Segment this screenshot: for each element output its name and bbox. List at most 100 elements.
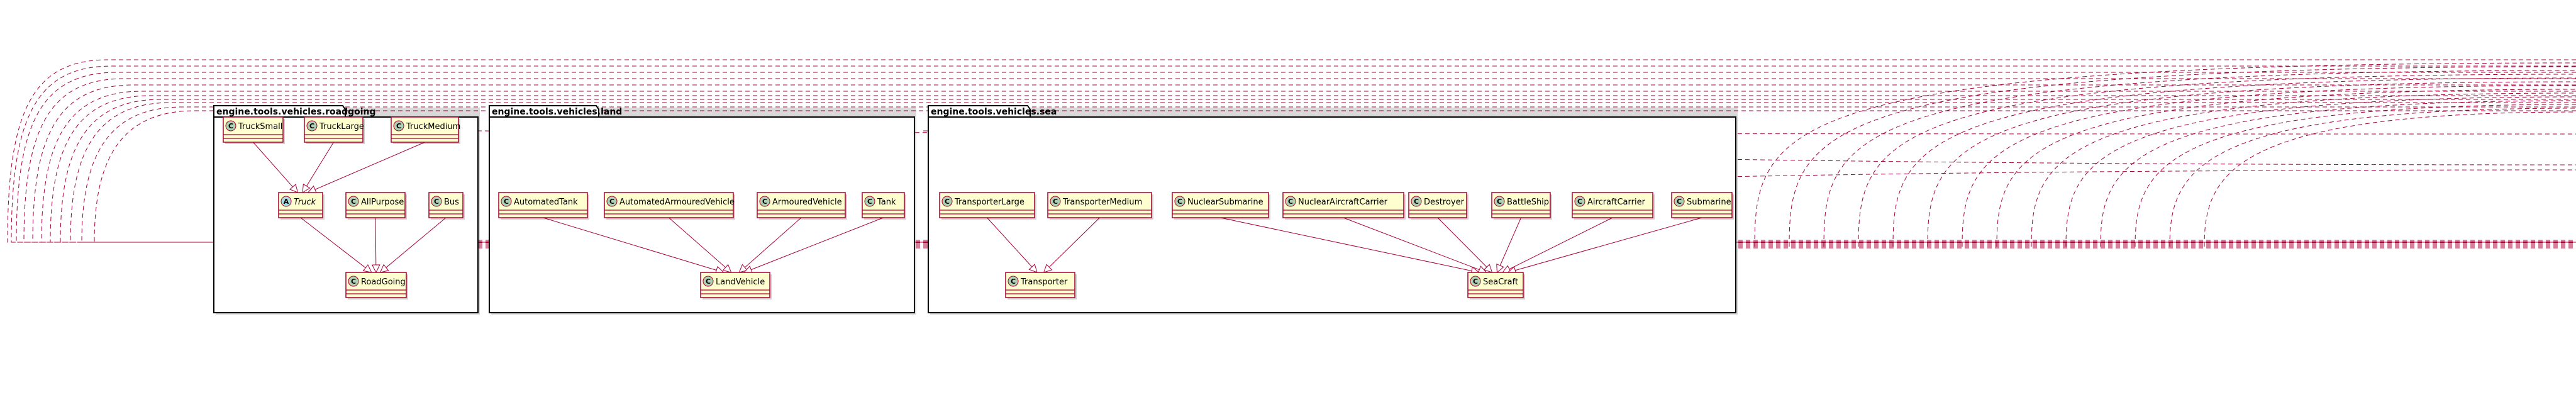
dependency-edge xyxy=(2031,92,2576,247)
inheritance-armoured-vehicle-to-land-vehicle xyxy=(738,217,802,273)
package-tab xyxy=(489,105,599,118)
class-icon xyxy=(1574,196,1585,207)
class-icon-letter: A xyxy=(284,198,289,206)
edge-line xyxy=(314,142,425,190)
edge-line xyxy=(1509,217,1613,270)
edge-line xyxy=(375,217,377,266)
dependency-edge xyxy=(2169,108,2576,247)
class-box[interactable] xyxy=(1005,272,1075,298)
class-box[interactable] xyxy=(604,192,734,218)
class-icon-letter: C xyxy=(945,198,950,206)
class-icon xyxy=(1008,276,1019,287)
class-name: ArmouredVehicle xyxy=(772,198,842,207)
class-box[interactable] xyxy=(1047,192,1152,218)
class-icon-letter: C xyxy=(228,122,233,130)
class-box[interactable] xyxy=(1172,192,1269,218)
class-icon xyxy=(431,196,442,207)
class-icon-letter: C xyxy=(762,198,767,206)
class-box[interactable] xyxy=(939,192,1035,218)
class-armoured-vehicle[interactable]: C ArmouredVehicle xyxy=(757,192,847,220)
class-box[interactable] xyxy=(757,192,846,218)
class-icon xyxy=(348,196,359,207)
class-box[interactable] xyxy=(498,192,588,218)
dependency-edge xyxy=(60,99,2576,243)
class-tank[interactable]: C Tank xyxy=(862,192,906,220)
class-icon xyxy=(1411,196,1422,207)
inheritance-bus-to-road-going xyxy=(379,217,447,273)
class-icon xyxy=(225,120,236,131)
inheritance-nuclear-aircraft-carrier-to-sea-craft xyxy=(1343,217,1487,274)
dependency-edge xyxy=(1789,66,2576,247)
arrowhead xyxy=(1483,264,1493,273)
dependency-edge xyxy=(11,65,2576,243)
class-name: TransporterLarge xyxy=(954,198,1024,207)
class-icon xyxy=(1470,276,1481,287)
class-icon xyxy=(702,276,714,287)
edge-line xyxy=(744,217,802,268)
class-icon-letter: C xyxy=(867,198,872,206)
dependency-edge xyxy=(2065,96,2576,247)
dependency-edge xyxy=(41,91,2576,243)
class-icon-letter: C xyxy=(1053,198,1058,206)
class-nuclear-submarine[interactable]: C NuclearSubmarine xyxy=(1172,192,1270,220)
class-icon-letter: C xyxy=(1177,198,1182,206)
class-icon xyxy=(759,196,770,207)
arrowhead xyxy=(371,264,380,274)
class-icon xyxy=(1674,196,1685,207)
class-icon xyxy=(393,120,404,131)
class-icon xyxy=(501,196,512,207)
class-icon xyxy=(864,196,875,207)
dependency-edge xyxy=(81,106,2576,243)
class-box[interactable] xyxy=(1282,192,1404,218)
class-name: Tank xyxy=(877,198,896,207)
arrowhead xyxy=(289,184,299,193)
dependency-edge xyxy=(1754,62,2576,247)
class-name: SeaCraft xyxy=(1483,277,1518,287)
package-title: engine.tools.vehicles.land xyxy=(492,107,622,117)
class-icon-letter: C xyxy=(351,277,356,286)
class-icon xyxy=(1174,196,1185,207)
class-transporter-large[interactable]: C TransporterLarge xyxy=(939,192,1036,220)
class-icon xyxy=(1050,196,1061,207)
edge-line xyxy=(1343,217,1480,271)
arrowhead xyxy=(1043,264,1053,273)
package-title: engine.tools.vehicles.sea xyxy=(931,107,1057,117)
edge-line xyxy=(300,217,366,269)
class-name: AllPurpose xyxy=(361,198,404,207)
class-name: NuclearAircraftCarrier xyxy=(1298,198,1388,207)
dependency-edge xyxy=(2204,111,2576,247)
class-box[interactable] xyxy=(1572,192,1653,218)
class-name: AutomatedTank xyxy=(514,198,578,207)
dependency-edge xyxy=(94,110,2576,243)
inheritance-transporter-medium-to-transporter xyxy=(1043,217,1100,273)
class-box[interactable] xyxy=(700,272,770,298)
class-name: NuclearSubmarine xyxy=(1187,198,1263,207)
inheritance-battle-ship-to-sea-craft xyxy=(1496,217,1521,274)
abstract-class-icon xyxy=(280,196,292,207)
edge-line xyxy=(987,217,1033,267)
dependency-edge xyxy=(7,59,2576,243)
inheritance-truck-small-to-truck xyxy=(253,142,299,193)
edge-line xyxy=(306,142,334,187)
edge-line xyxy=(1515,217,1702,271)
class-icon-letter: C xyxy=(609,198,614,206)
